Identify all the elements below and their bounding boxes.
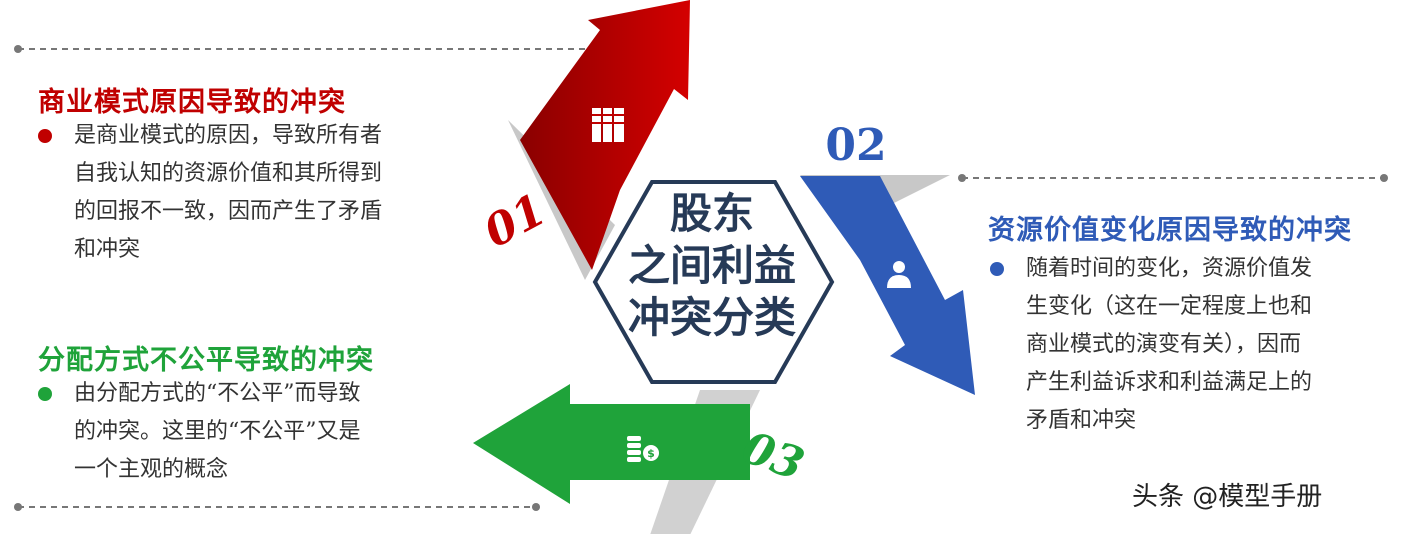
watermark: 头条 @模型手册 [1132,482,1323,512]
center-title-line-1: 股东 [670,189,754,238]
center-title-line-3: 冲突分类 [628,293,796,342]
bullet-item-01: 是商业模式的原因，导致所有者 自我认知的资源价值和其所得到 的回报不一致，因而产… [38,117,498,277]
bullet-dot [38,387,52,401]
connector-line-01 [14,45,614,53]
books-icon [592,108,624,142]
bullet-dot [38,129,52,143]
svg-text:$: $ [647,447,655,460]
title-item-02: 资源价值变化原因导致的冲突 [988,215,1352,246]
title-item-01: 商业模式原因导致的冲突 [38,87,346,118]
step-number-02: 02 [825,120,886,171]
bullet-text-02: 随着时间的变化，资源价值发 生变化（这在一定程度上也和 商业模式的演变有关），因… [1026,256,1313,433]
bullet-item-03: 由分配方式的“不公平”而导致 的冲突。这里的“不公平”又是 一个主观的概念 [38,375,478,495]
arrow-03 [473,384,750,504]
money-icon: $ [627,436,659,462]
center-title-line-2: 之间利益 [628,241,796,290]
connector-line-02 [958,174,1388,182]
bullet-dot [990,262,1004,276]
user-icon [887,261,911,288]
title-item-03: 分配方式不公平导致的冲突 [38,345,374,376]
center-hexagon [592,180,835,384]
bullet-text-01: 是商业模式的原因，导致所有者 自我认知的资源价值和其所得到 的回报不一致，因而产… [74,123,383,262]
connector-line-03 [14,503,540,511]
bullet-item-02: 随着时间的变化，资源价值发 生变化（这在一定程度上也和 商业模式的演变有关），因… [990,250,1400,450]
bullet-text-03: 由分配方式的“不公平”而导致 的冲突。这里的“不公平”又是 一个主观的概念 [74,381,361,482]
